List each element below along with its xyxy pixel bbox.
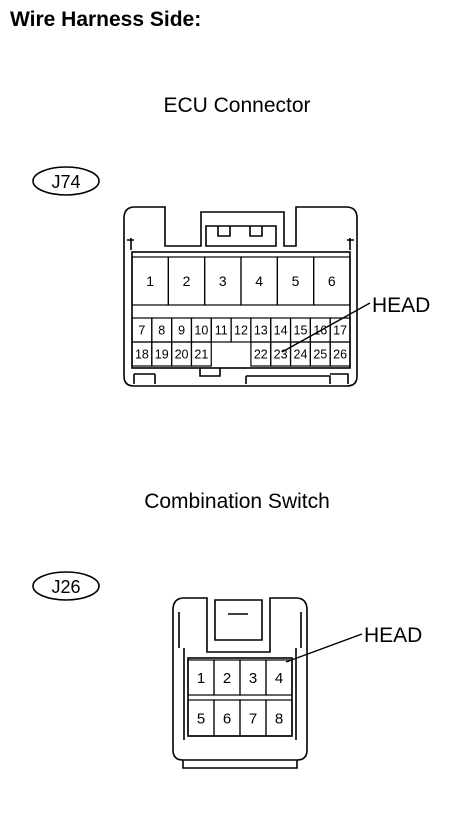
combination-switch-pin-7-label: 7 (249, 710, 257, 727)
ecu-connector-caption: ECU Connector (163, 94, 311, 117)
combination-switch-tag-label: J26 (51, 577, 80, 597)
ecu-pin-6-label: 6 (328, 273, 336, 289)
ecu-pin-17-label: 17 (333, 324, 347, 338)
ecu-connector-latch (205, 225, 277, 247)
ecu-connector-feet (133, 368, 349, 384)
combination-switch-pin-6-label: 6 (223, 710, 231, 727)
ecu-pin-26-label: 26 (333, 348, 347, 362)
ecu-pin-21-label: 21 (194, 348, 208, 362)
combination-switch-caption: Combination Switch (144, 490, 330, 513)
ecu-pin-2-label: 2 (183, 273, 191, 289)
ecu-pin-13-label: 13 (254, 324, 268, 338)
combination-switch-pin-4-label: 4 (275, 670, 283, 687)
ecu-pin-1-label: 1 (146, 273, 154, 289)
ecu-pin-26-cell (329, 341, 351, 367)
ecu-head-label: HEAD (372, 294, 430, 317)
ecu-pin-21-cell (190, 341, 212, 367)
combination-switch-pin-2-label: 2 (223, 670, 231, 687)
ecu-pin-4-label: 4 (255, 273, 263, 289)
combination-switch-pin-grid: 1 2 3 4 5 6 7 8 (187, 659, 293, 737)
combination-switch-pin-3-label: 3 (249, 670, 257, 687)
ecu-pin-19-label: 19 (155, 348, 169, 362)
ecu-pin-grid: 1234567891011121314151617181920212223242… (131, 256, 351, 367)
combination-switch-pin-8-label: 8 (275, 710, 283, 727)
combination-switch-pin-4-cell (265, 659, 293, 696)
ecu-pin-8-label: 8 (158, 324, 165, 338)
ecu-connector-cavity (131, 251, 351, 369)
ecu-pin-5-label: 5 (292, 273, 300, 289)
combination-switch-body (172, 597, 308, 761)
combination-switch-pin-1-label: 1 (197, 670, 205, 687)
page-title: Wire Harness Side: (10, 8, 202, 31)
ecu-pin-15-label: 15 (294, 324, 308, 338)
ecu-pin-6-cell (313, 256, 351, 306)
ecu-pin-7-label: 7 (138, 324, 145, 338)
ecu-pin-18-label: 18 (135, 348, 149, 362)
ecu-connector-tag (32, 166, 100, 196)
combination-switch-connector (32, 571, 308, 769)
ecu-pin-20-label: 20 (175, 348, 189, 362)
ecu-pin-22-label: 22 (254, 348, 268, 362)
ecu-pin-12-label: 12 (234, 324, 248, 338)
ecu-head-pointer (281, 302, 371, 353)
ecu-pin-9-label: 9 (178, 324, 185, 338)
combination-switch-pin-5-label: 5 (197, 710, 205, 727)
combination-switch-latch (214, 599, 263, 641)
ecu-pin-10-label: 10 (194, 324, 208, 338)
combination-switch-head-pointer (285, 633, 363, 663)
ecu-connector-body (123, 206, 358, 387)
ecu-pin-25-label: 25 (313, 348, 327, 362)
combination-switch-head-label: HEAD (364, 624, 422, 647)
ecu-pin-3-label: 3 (219, 273, 227, 289)
ecu-pin-11-label: 11 (215, 324, 228, 338)
combination-switch-tag (32, 571, 100, 601)
ecu-pin-24-label: 24 (294, 348, 308, 362)
combination-switch-pin-8-cell (265, 699, 293, 737)
ecu-connector-guides (127, 238, 354, 250)
combination-switch-inner-walls (178, 612, 302, 769)
ecu-connector (32, 166, 358, 387)
ecu-connector-tag-label: J74 (51, 172, 80, 192)
ecu-pin-14-label: 14 (274, 324, 288, 338)
